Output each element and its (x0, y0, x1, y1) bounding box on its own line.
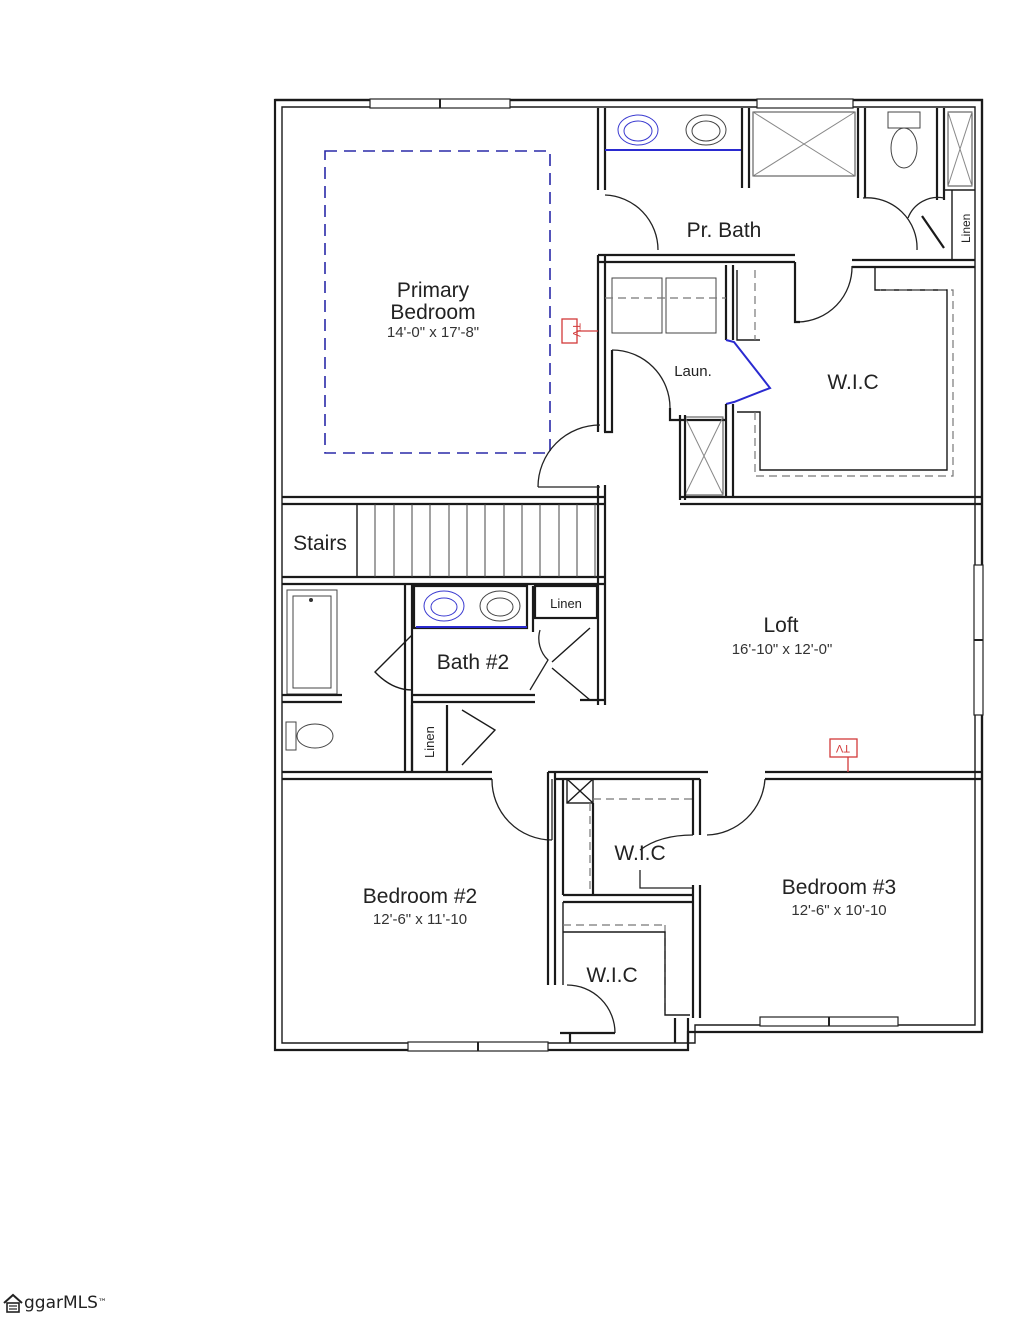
toilet-icon (285, 721, 297, 751)
sink-icon (479, 590, 521, 622)
svg-text:Bedroom #2: Bedroom #2 (363, 885, 477, 908)
tray-ceiling-outline (324, 150, 551, 454)
toilet-icon (887, 111, 921, 129)
dryer-icon (665, 277, 717, 334)
tv-marker-icon (829, 738, 858, 758)
svg-text:Primary: Primary (397, 279, 470, 302)
svg-text:TV: TV (835, 742, 850, 754)
washer-icon (611, 277, 663, 334)
closets-center: W.I.C W.I.C (548, 770, 708, 1043)
sink-icon (617, 114, 659, 146)
svg-text:12'-6" x 10'-10: 12'-6" x 10'-10 (791, 902, 886, 919)
bedroom-3: Bedroom #3 12'-6" x 10'-10 (706, 778, 896, 919)
svg-text:W.I.C: W.I.C (586, 964, 637, 987)
svg-text:Linen: Linen (959, 214, 973, 243)
svg-text:Stairs: Stairs (293, 532, 347, 555)
svg-text:Bedroom #3: Bedroom #3 (782, 876, 896, 899)
svg-text:Linen: Linen (550, 596, 582, 611)
svg-text:Linen: Linen (422, 726, 437, 758)
bathtub-icon (286, 589, 338, 695)
svg-text:TV: TV (570, 323, 582, 338)
cabinet-icon (566, 778, 594, 804)
svg-text:16'-10" x 12'-0": 16'-10" x 12'-0" (732, 641, 833, 658)
primary-bath: Linen Pr. Bath (598, 108, 975, 324)
loft: TV Loft 16'-10" x 12'-0" (732, 614, 982, 781)
svg-text:14'-0" x 17'-8": 14'-0" x 17'-8" (387, 324, 479, 341)
svg-text:12'-6" x 11'-10: 12'-6" x 11'-10 (373, 911, 467, 928)
bath-2: Linen Linen Bath #2 (282, 584, 607, 781)
svg-text:W.I.C: W.I.C (827, 371, 878, 394)
bedroom-2: Bedroom #2 12'-6" x 11'-10 (363, 772, 557, 985)
house-icon (3, 1293, 23, 1313)
laundry: Laun. (604, 265, 772, 500)
svg-text:Laun.: Laun. (674, 363, 712, 380)
svg-text:Bedroom: Bedroom (390, 301, 475, 324)
trademark: ™ (97, 1298, 107, 1308)
primary-bedroom: TV (282, 108, 607, 506)
svg-text:W.I.C: W.I.C (614, 842, 665, 865)
sink-icon (685, 114, 727, 146)
svg-text:Pr. Bath: Pr. Bath (687, 219, 762, 242)
logo-text: ggarMLS (24, 1293, 98, 1313)
primary-wic: W.I.C (680, 267, 982, 506)
sink-icon (423, 590, 465, 622)
stairs: Stairs (282, 504, 607, 586)
windows (369, 98, 984, 1052)
svg-text:Loft: Loft (763, 614, 798, 637)
shower-icon (752, 111, 856, 177)
primary-bedroom-labels: Primary Bedroom 14'-0" x 17'-8" (387, 279, 479, 341)
cabinet-icon (947, 111, 973, 187)
svg-text:Bath #2: Bath #2 (437, 651, 509, 674)
